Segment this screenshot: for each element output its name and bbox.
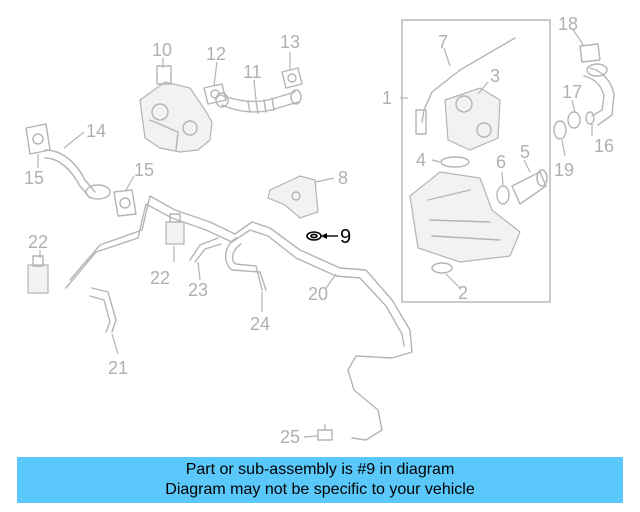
callout-23: 23 (188, 280, 208, 300)
leader-9 (321, 233, 338, 239)
callout-18: 18 (558, 14, 578, 34)
pipe-5-part (511, 169, 548, 205)
hose-16-part (583, 63, 615, 126)
callout-10: 10 (152, 40, 172, 60)
assembly-box (401, 19, 551, 303)
callout-6: 6 (496, 152, 506, 172)
callout-24: 24 (250, 314, 270, 334)
callout-22b: 22 (150, 268, 170, 288)
hose-21-part (89, 287, 117, 333)
gasket-15a-part (25, 123, 51, 155)
hose-24-part (225, 237, 267, 291)
housing-3-part (444, 87, 501, 151)
callout-16: 16 (594, 136, 614, 156)
clamp-17-part (567, 111, 595, 129)
gasket-15b-part (113, 189, 137, 217)
callout-15a: 15 (24, 168, 44, 188)
gasket-18-part (579, 43, 601, 63)
callout-12: 12 (206, 44, 226, 64)
callout-4: 4 (416, 150, 426, 170)
callout-17: 17 (562, 82, 582, 102)
callout-1: 1 (382, 88, 392, 108)
callout-25: 25 (280, 427, 300, 447)
pipe-20-part (65, 195, 413, 441)
sensor-22b-part (165, 213, 185, 245)
module-body-part (409, 171, 521, 263)
callout-11: 11 (243, 62, 262, 82)
callout-8: 8 (338, 168, 348, 188)
o-ring-6-part (496, 185, 510, 205)
bolt-25-part (317, 424, 333, 441)
callout-13: 13 (280, 32, 300, 52)
callout-22a: 22 (28, 232, 48, 252)
banner-line-2: Diagram may not be specific to your vehi… (165, 481, 475, 498)
callout-3: 3 (490, 66, 500, 86)
seal-9-part (306, 231, 322, 241)
callout-15b: 15 (134, 160, 154, 180)
seal-19-part (553, 120, 567, 140)
egr-valve-part (139, 65, 213, 153)
info-banner: Part or sub-assembly is #9 in diagram Di… (17, 457, 623, 503)
dipstick-7-part (415, 37, 516, 135)
hose-23-part (189, 237, 222, 263)
gasket-12-part (203, 83, 227, 105)
corrugated-pipe-part (215, 89, 302, 114)
bracket-8-part (267, 175, 319, 219)
callout-19: 19 (554, 160, 574, 180)
callout-2: 2 (458, 283, 468, 303)
leader-lines (37, 27, 593, 438)
o-ring-4-part (440, 156, 470, 168)
gasket-2-part (431, 262, 453, 274)
callout-21: 21 (108, 358, 128, 378)
callout-14: 14 (86, 121, 106, 141)
banner-line-1: Part or sub-assembly is #9 in diagram (185, 461, 455, 478)
callout-5: 5 (520, 142, 530, 162)
sensor-22a-part (27, 255, 49, 294)
callout-7: 7 (438, 32, 448, 52)
egr-pipe-14-part (44, 149, 111, 200)
callout-20: 20 (308, 284, 328, 304)
gasket-13-part (281, 67, 303, 89)
callout-9: 9 (340, 226, 351, 248)
